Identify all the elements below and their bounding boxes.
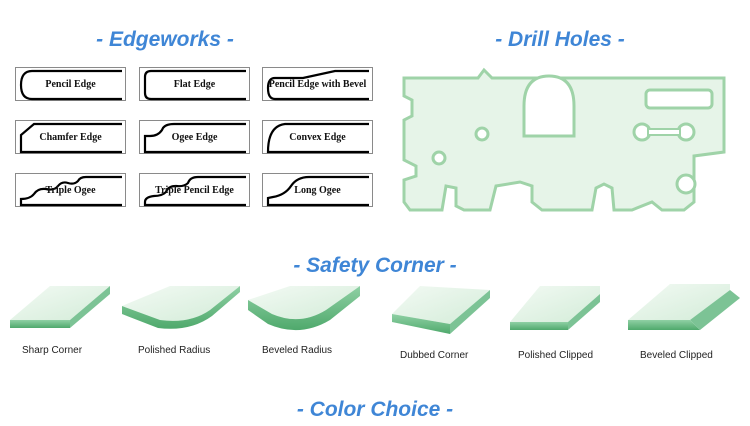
corner-polished-radius-glass: [122, 286, 240, 329]
edgeworks-heading: - Edgeworks -: [96, 28, 234, 51]
drill-hole-notch: [675, 173, 697, 195]
edge-label: Triple Pencil Edge: [155, 184, 234, 196]
edge-label: Pencil Edge with Bevel: [268, 78, 367, 90]
edge-label: Triple Ogee: [45, 184, 96, 196]
edge-profile-flat: Flat Edge: [139, 67, 250, 101]
edge-profile-long-ogee: Long Ogee: [262, 173, 373, 207]
edge-label: Pencil Edge: [45, 78, 96, 90]
corner-label-beveled-radius: Beveled Radius: [262, 345, 333, 356]
safety-corner-heading: - Safety Corner -: [293, 254, 457, 277]
corner-beveled-radius-glass: [248, 286, 360, 331]
safety-corner-strip: [10, 284, 740, 334]
glass-panel-shape: [402, 67, 726, 212]
edge-profile-ogee: Ogee Edge: [139, 120, 250, 154]
corner-label-polished-clipped: Polished Clipped: [518, 350, 594, 361]
drill-holes-panel: [402, 67, 726, 212]
corner-beveled-clipped-glass: [628, 284, 740, 330]
drill-hole-small: [474, 126, 490, 142]
corner-label-sharp: Sharp Corner: [22, 345, 83, 356]
edge-label: Long Ogee: [294, 184, 341, 196]
corner-polished-clipped-glass: [510, 286, 600, 330]
corner-label-beveled-clipped: Beveled Clipped: [640, 350, 713, 361]
corner-label-dubbed: Dubbed Corner: [400, 350, 469, 361]
edge-label: Ogee Edge: [171, 131, 218, 143]
edge-profile-triple-ogee: Triple Ogee: [15, 173, 126, 207]
edge-profile-convex: Convex Edge: [262, 120, 373, 154]
color-choice-heading: - Color Choice -: [296, 398, 454, 421]
edge-profile-chamfer: Chamfer Edge: [15, 120, 126, 154]
arch-cutout: [522, 74, 576, 138]
keyhole-bar: [647, 128, 681, 136]
edge-profile-triple-pencil: Triple Pencil Edge: [139, 173, 250, 207]
corner-sharp-glass: [10, 286, 110, 328]
corner-dubbed-glass: [392, 286, 490, 334]
edge-label: Chamfer Edge: [39, 131, 102, 143]
corner-label-polished-radius: Polished Radius: [138, 345, 211, 356]
edge-label: Convex Edge: [289, 131, 346, 143]
slot-cutout: [644, 88, 714, 110]
drill-hole-small: [431, 150, 447, 166]
edge-label: Flat Edge: [173, 78, 216, 90]
drill-holes-heading: - Drill Holes -: [495, 28, 625, 51]
edge-profile-pencil-bevel: Pencil Edge with Bevel: [262, 67, 373, 101]
edge-profile-pencil: Pencil Edge: [15, 67, 126, 101]
